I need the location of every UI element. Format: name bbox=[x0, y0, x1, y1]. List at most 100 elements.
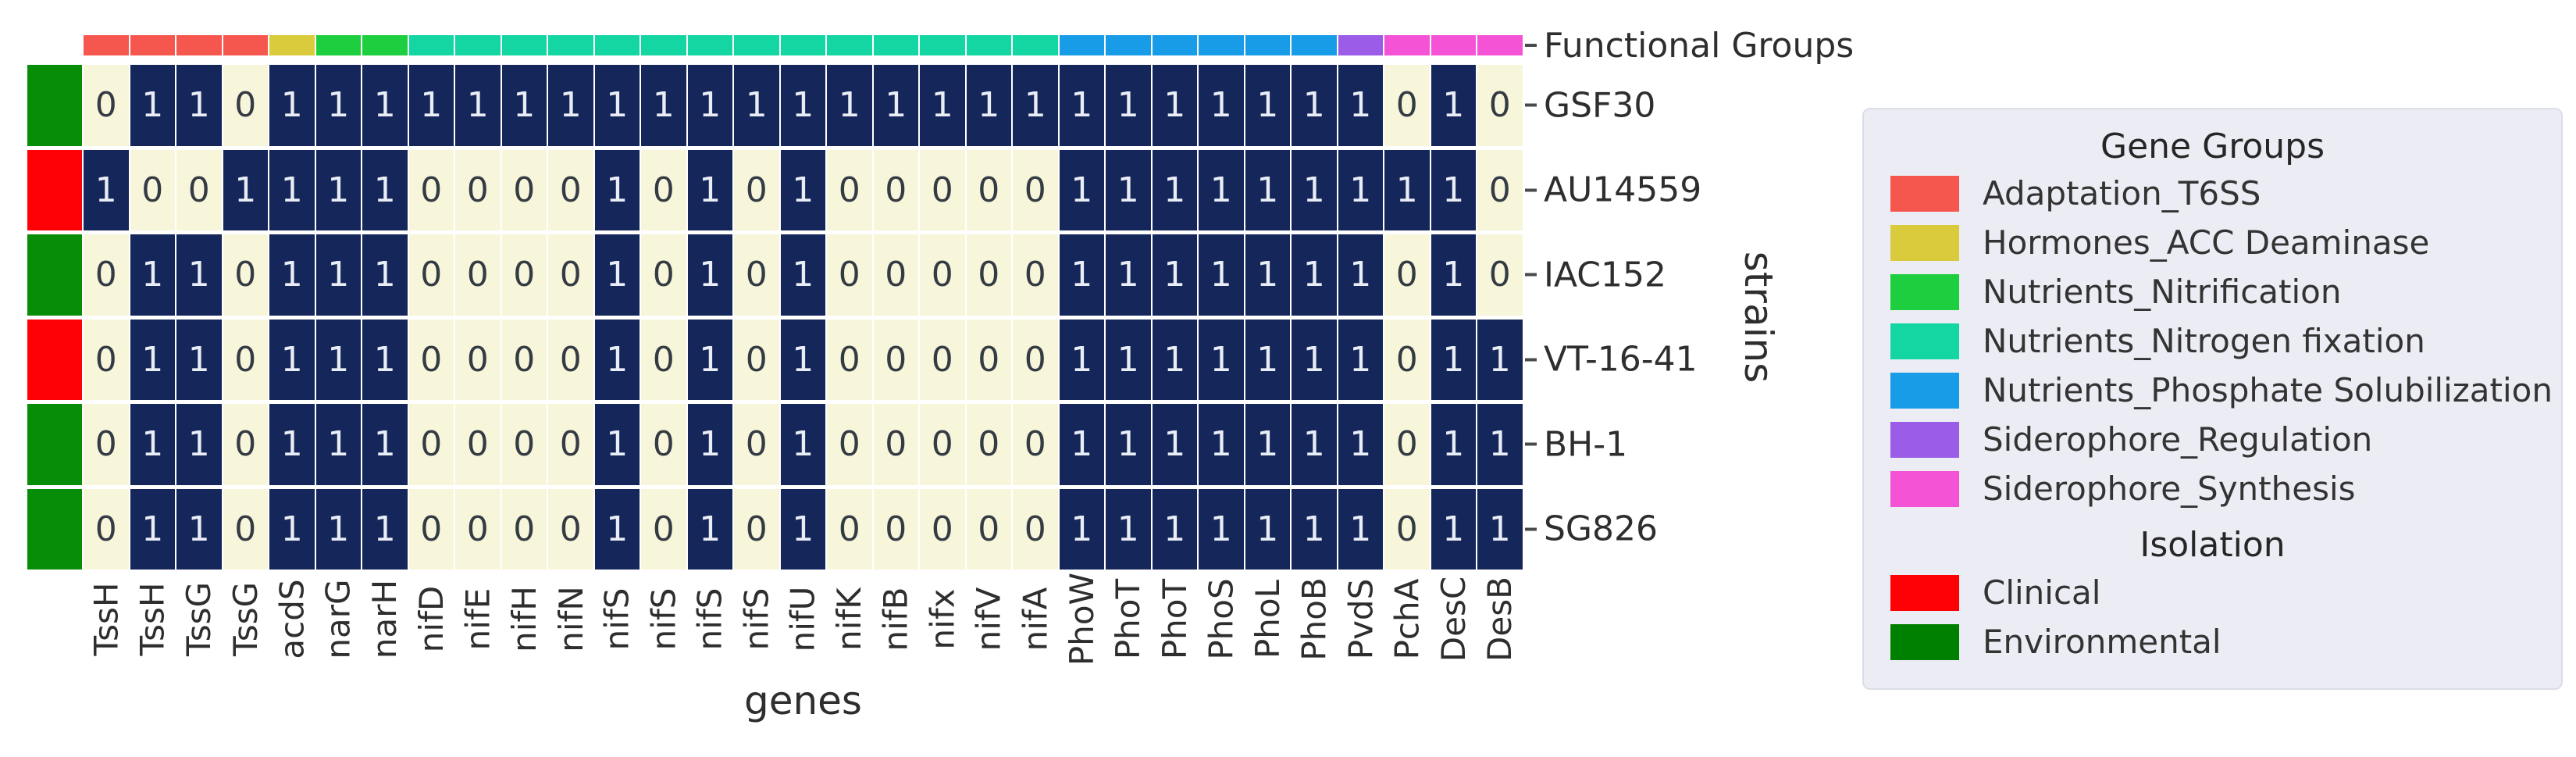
heatmap-cell: 1 bbox=[687, 404, 732, 485]
strain-label: VT-16-41 bbox=[1525, 340, 1698, 380]
strain-label-text: IAC152 bbox=[1544, 255, 1667, 295]
functional-group-cell bbox=[130, 35, 175, 55]
gene-label-text: nifE bbox=[458, 587, 497, 650]
heatmap-cell: 0 bbox=[734, 319, 779, 400]
heatmap-cell: 0 bbox=[223, 404, 268, 485]
heatmap-cell: 1 bbox=[269, 149, 315, 230]
gene-label-text: PchA bbox=[1388, 578, 1427, 659]
heatmap-cell: 0 bbox=[1013, 319, 1058, 400]
heatmap-cell: 1 bbox=[687, 65, 732, 146]
legend-entry: Nutrients_Nitrogen fixation bbox=[1890, 316, 2535, 366]
heatmap-cell: 1 bbox=[1338, 65, 1383, 146]
isolation-color-column bbox=[27, 65, 82, 570]
legend-entry: Nutrients_Phosphate Solubilization bbox=[1890, 366, 2553, 415]
heatmap-cell: 1 bbox=[130, 65, 175, 146]
heatmap-cell: 0 bbox=[223, 65, 268, 146]
legend-entry: Siderophore_Synthesis bbox=[1890, 464, 2535, 513]
legend-entry: Hormones_ACC Deaminase bbox=[1890, 218, 2535, 267]
gene-label-text: nifU bbox=[783, 586, 822, 652]
heatmap-cell: 1 bbox=[269, 65, 315, 146]
heatmap-cell: 1 bbox=[1431, 149, 1476, 230]
heatmap-cell: 1 bbox=[362, 319, 408, 400]
functional-group-cell bbox=[1431, 35, 1476, 55]
heatmap-cell: 1 bbox=[594, 404, 640, 485]
heatmap-cell: 1 bbox=[315, 149, 361, 230]
heatmap-cell: 0 bbox=[84, 404, 129, 485]
legend-entry-label: Siderophore_Regulation bbox=[1983, 420, 2373, 459]
heatmap-cell: 0 bbox=[455, 404, 501, 485]
heatmap-cell: 1 bbox=[362, 404, 408, 485]
heatmap-cell: 0 bbox=[966, 234, 1011, 316]
heatmap-cell: 1 bbox=[1106, 149, 1151, 230]
heatmap-cell: 1 bbox=[1013, 65, 1058, 146]
heatmap-cell: 1 bbox=[1292, 149, 1337, 230]
gene-label-text: nifA bbox=[1016, 587, 1055, 651]
heatmap-cell: 1 bbox=[687, 149, 732, 230]
isolation-cell bbox=[27, 488, 82, 570]
heatmap-cell: 0 bbox=[920, 488, 965, 570]
heatmap-cell: 0 bbox=[873, 488, 918, 570]
heatmap-cell: 0 bbox=[1384, 234, 1430, 316]
heatmap-cell: 1 bbox=[1106, 319, 1151, 400]
gene-label-text: narG bbox=[319, 578, 358, 659]
heatmap-cell: 0 bbox=[84, 65, 129, 146]
heatmap-cell: 1 bbox=[1477, 319, 1523, 400]
heatmap-cell: 1 bbox=[176, 234, 222, 316]
heatmap-cell: 1 bbox=[315, 319, 361, 400]
gene-label-text: nifD bbox=[412, 585, 451, 652]
heatmap-cell: 1 bbox=[1199, 65, 1244, 146]
gene-label-text: TssG bbox=[180, 581, 219, 656]
heatmap-cell: 0 bbox=[920, 234, 965, 316]
functional-group-cell bbox=[1199, 35, 1244, 55]
heatmap-cell: 0 bbox=[501, 488, 547, 570]
heatmap-cell: 1 bbox=[1245, 149, 1290, 230]
gene-label: nifH bbox=[502, 573, 547, 664]
heatmap-cell: 1 bbox=[1338, 404, 1383, 485]
functional-group-cell bbox=[1292, 35, 1337, 55]
gene-label: DesB bbox=[1477, 573, 1523, 664]
functional-group-cell bbox=[920, 35, 965, 55]
legend-swatch bbox=[1890, 421, 1959, 458]
heatmap-cell: 1 bbox=[1106, 234, 1151, 316]
heatmap-cell: 0 bbox=[1477, 234, 1523, 316]
gene-label-text: TssH bbox=[133, 581, 172, 656]
heatmap-cell: 1 bbox=[594, 488, 640, 570]
gene-label: nifK bbox=[827, 573, 872, 664]
heatmap-cell: 0 bbox=[223, 319, 268, 400]
legend-swatch bbox=[1890, 470, 1959, 507]
functional-group-cell bbox=[1106, 35, 1151, 55]
heatmap-cell: 1 bbox=[1059, 65, 1104, 146]
heatmap-cell: 0 bbox=[873, 404, 918, 485]
legend-entry-label: Hormones_ACC Deaminase bbox=[1983, 223, 2430, 262]
heatmap-cell: 1 bbox=[84, 149, 129, 230]
heatmap-cell: 1 bbox=[1106, 65, 1151, 146]
heatmap-cell: 1 bbox=[594, 234, 640, 316]
functional-groups-label: Functional Groups bbox=[1525, 26, 1854, 66]
heatmap-cell: 1 bbox=[130, 488, 175, 570]
heatmap-cell: 0 bbox=[641, 319, 686, 400]
gene-label-text: PhoB bbox=[1295, 577, 1334, 661]
heatmap-cell: 0 bbox=[1384, 319, 1430, 400]
isolation-cell bbox=[27, 234, 82, 316]
heatmap-cell: 1 bbox=[176, 404, 222, 485]
heatmap-cell: 0 bbox=[873, 149, 918, 230]
tick-mark bbox=[1525, 527, 1537, 531]
strain-label: SG826 bbox=[1525, 509, 1658, 549]
functional-group-cell bbox=[827, 35, 872, 55]
gene-label: nifS bbox=[734, 573, 779, 664]
heatmap-cell: 0 bbox=[223, 234, 268, 316]
gene-label: nifE bbox=[455, 573, 501, 664]
heatmap-cell: 1 bbox=[1245, 319, 1290, 400]
heatmap-cell: 0 bbox=[966, 404, 1011, 485]
legend-entry-label: Nutrients_Nitrification bbox=[1983, 273, 2342, 311]
heatmap-cell: 1 bbox=[780, 319, 825, 400]
heatmap-cell: 0 bbox=[548, 404, 593, 485]
gene-label: nifS bbox=[641, 573, 686, 664]
gene-label: narG bbox=[316, 573, 362, 664]
functional-group-cell bbox=[1013, 35, 1058, 55]
gene-label: PhoT bbox=[1106, 573, 1151, 664]
heatmap-cell: 1 bbox=[594, 319, 640, 400]
strain-label-text: GSF30 bbox=[1544, 85, 1656, 126]
heatmap-cell: 0 bbox=[84, 488, 129, 570]
isolation-cell bbox=[27, 319, 82, 400]
